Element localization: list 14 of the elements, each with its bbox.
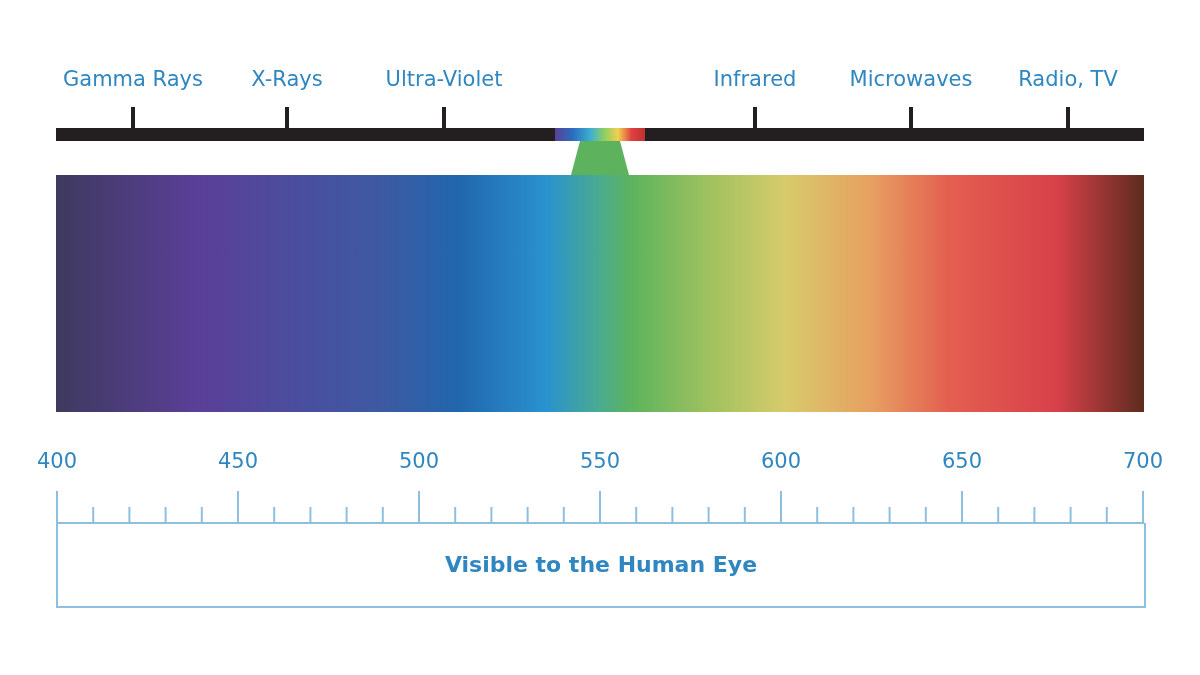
- tick-label: 550: [579, 449, 621, 473]
- tick-label: 650: [941, 449, 983, 473]
- band-label: Microwaves: [849, 67, 973, 91]
- band-label: X-Rays: [251, 67, 323, 91]
- tick-label: 500: [398, 449, 440, 473]
- band-label: Radio, TV: [1018, 67, 1118, 91]
- band-label: Infrared: [713, 67, 797, 91]
- tick-label: 600: [760, 449, 802, 473]
- band-label: Ultra-Violet: [385, 67, 503, 91]
- tick-label: 700: [1122, 449, 1164, 473]
- tick-label: 400: [36, 449, 78, 473]
- tick-label: 450: [217, 449, 259, 473]
- visible-range-box: Visible to the Human Eye: [56, 523, 1146, 608]
- band-label: Gamma Rays: [63, 67, 203, 91]
